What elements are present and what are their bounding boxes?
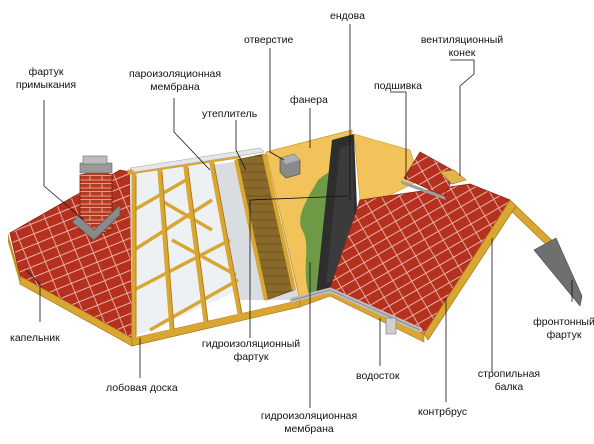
label-paroizol-line1: пароизоляционная bbox=[128, 68, 222, 80]
label-ventkonek-line2: конек bbox=[448, 47, 476, 59]
left-hip-tiles bbox=[9, 169, 133, 339]
label-kapelnik: капельник bbox=[10, 332, 60, 344]
label-vodostok: водосток bbox=[356, 370, 400, 382]
label-otverstie: отверстие bbox=[244, 34, 294, 46]
label-gidro-membrana-line1: гидроизоляционная bbox=[260, 410, 358, 422]
insulation bbox=[234, 153, 296, 301]
label-fartuk-primykaniya: фартук примыкания bbox=[6, 66, 86, 92]
label-paroizol-membrana: пароизоляционная мембрана bbox=[120, 68, 230, 94]
label-ventkonek-line1: вентиляционный bbox=[420, 34, 504, 46]
label-kontrbrus: контрбрус bbox=[418, 406, 468, 418]
label-frontonny-fartuk: фронтонный фартук bbox=[532, 316, 594, 342]
label-fanera: фанера bbox=[290, 94, 328, 106]
label-paroizol-line2: мембрана bbox=[150, 81, 200, 93]
label-ventkonek: вентиляционный конек bbox=[408, 34, 516, 60]
gutter bbox=[289, 287, 425, 343]
vent-opening bbox=[279, 153, 301, 179]
label-fartuk-primykaniya-line1: фартук bbox=[28, 66, 64, 78]
label-gidro-fartuk: гидроизоляционный фартук bbox=[196, 338, 306, 364]
label-stropilnaya-line2: балка bbox=[494, 381, 524, 393]
label-frontonny-line2: фартук bbox=[546, 329, 582, 341]
label-fartuk-primykaniya-line2: примыкания bbox=[15, 79, 77, 91]
label-podshivka: подшивка bbox=[374, 80, 422, 92]
label-lobovaya-doska: лобовая доска bbox=[106, 382, 178, 394]
label-gidro-membrana-line2: мембрана bbox=[284, 423, 334, 435]
chimney bbox=[71, 155, 121, 241]
label-stropilnaya-balka: стропильная балка bbox=[470, 368, 548, 394]
label-endova: ендова bbox=[330, 10, 365, 22]
label-frontonny-line1: фронтонный bbox=[533, 316, 594, 328]
label-stropilnaya-line1: стропильная bbox=[477, 368, 541, 380]
right-roof-tiles bbox=[329, 183, 511, 335]
fascia-board-left bbox=[8, 233, 301, 347]
ventilated-ridge bbox=[400, 151, 467, 200]
label-gidro-membrana: гидроизоляционная мембрана bbox=[252, 410, 366, 436]
vapour-membrane bbox=[129, 147, 265, 173]
right-plywood-upper bbox=[353, 133, 421, 201]
leader-lines bbox=[25, 24, 573, 408]
label-uteplitel: утеплитель bbox=[202, 108, 258, 120]
label-gidro-fartuk-line2: фартук bbox=[233, 351, 269, 363]
gable-fascia bbox=[423, 199, 583, 341]
label-gidro-fartuk-line1: гидроизоляционный bbox=[201, 338, 301, 350]
